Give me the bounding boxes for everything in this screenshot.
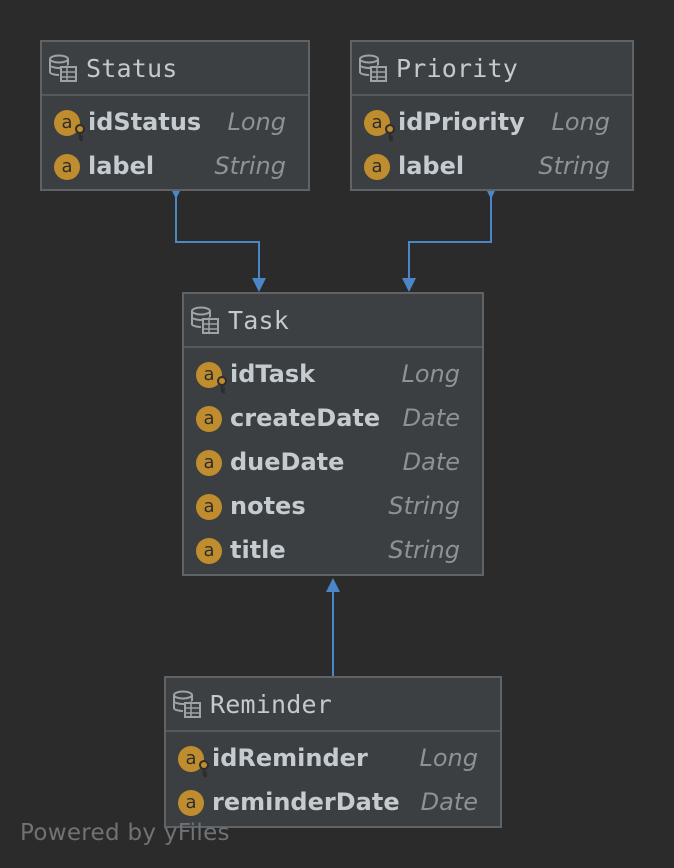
field-row[interactable]: a idStatus Long xyxy=(42,102,308,146)
field-row[interactable]: a idPriority Long xyxy=(352,102,632,146)
field-name: label xyxy=(398,152,465,180)
attribute-icon: a xyxy=(196,494,222,520)
field-row[interactable]: a reminderDate Date xyxy=(166,782,500,826)
field-row[interactable]: a notes String xyxy=(184,486,482,530)
field-type: String xyxy=(214,152,286,180)
field-row[interactable]: a dueDate Date xyxy=(184,442,482,486)
attribute-icon: a xyxy=(364,154,390,180)
table-icon xyxy=(173,690,201,718)
primary-key-attribute-icon: a xyxy=(178,746,209,778)
field-name: notes xyxy=(230,492,306,520)
field-row[interactable]: a label String xyxy=(42,146,308,190)
field-type: Long xyxy=(227,108,287,136)
field-row[interactable]: a title String xyxy=(184,530,482,574)
field-row[interactable]: a label String xyxy=(352,146,632,190)
field-name: idStatus xyxy=(88,108,202,136)
field-name: dueDate xyxy=(230,448,345,476)
table-icon xyxy=(359,54,387,82)
field-type: String xyxy=(388,536,460,564)
entity-header: Reminder xyxy=(166,678,500,732)
edge-priority-task[interactable] xyxy=(402,185,498,292)
entity-title: Status xyxy=(86,53,178,83)
field-name: idPriority xyxy=(398,108,525,136)
field-row[interactable]: a createDate Date xyxy=(184,398,482,442)
field-type: Long xyxy=(401,360,461,388)
attribute-icon: a xyxy=(196,450,222,476)
entity-title: Priority xyxy=(396,53,519,83)
primary-key-attribute-icon: a xyxy=(364,110,395,142)
attribute-icon: a xyxy=(196,406,222,432)
table-icon xyxy=(49,54,77,82)
key-icon xyxy=(199,760,209,778)
table-icon xyxy=(191,306,219,334)
entity-priority[interactable]: Priority a idPriority Long a label Strin… xyxy=(350,40,634,191)
key-icon xyxy=(217,376,227,394)
key-icon xyxy=(75,124,85,142)
entity-reminder[interactable]: Reminder a idReminder Long a reminderDat… xyxy=(164,676,502,828)
key-icon xyxy=(385,124,395,142)
field-name: title xyxy=(230,536,286,564)
attribute-icon: a xyxy=(54,154,80,180)
field-name: createDate xyxy=(230,404,381,432)
field-type: String xyxy=(388,492,460,520)
primary-key-attribute-icon: a xyxy=(54,110,85,142)
yfiles-watermark: Powered by yFiles xyxy=(20,820,230,846)
entity-task[interactable]: Task a idTask Long a createDate Date xyxy=(182,292,484,576)
field-row[interactable]: a idReminder Long xyxy=(166,738,500,782)
field-row[interactable]: a idTask Long xyxy=(184,354,482,398)
entity-title: Task xyxy=(228,305,290,335)
field-type: Date xyxy=(420,788,478,816)
field-name: idReminder xyxy=(212,744,368,772)
attribute-icon: a xyxy=(178,790,204,816)
edge-status-task[interactable] xyxy=(169,185,266,292)
field-type: String xyxy=(538,152,610,180)
field-name: reminderDate xyxy=(212,788,400,816)
attribute-icon: a xyxy=(196,538,222,564)
entity-header: Task xyxy=(184,294,482,348)
primary-key-attribute-icon: a xyxy=(196,362,227,394)
entity-title: Reminder xyxy=(210,689,333,719)
entity-header: Priority xyxy=(352,42,632,96)
entity-status[interactable]: Status a idStatus Long a label String xyxy=(40,40,310,191)
field-type: Date xyxy=(402,448,460,476)
field-type: Long xyxy=(419,744,479,772)
field-name: idTask xyxy=(230,360,316,388)
field-type: Long xyxy=(551,108,611,136)
field-name: label xyxy=(88,152,155,180)
field-type: Date xyxy=(402,404,460,432)
entity-header: Status xyxy=(42,42,308,96)
